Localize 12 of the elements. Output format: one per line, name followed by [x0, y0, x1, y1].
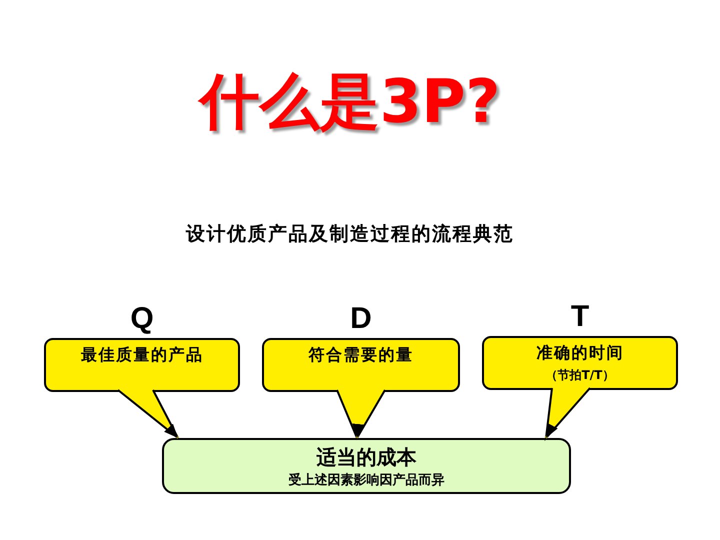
slide-title: 什么是3P?	[200, 66, 500, 139]
callout-text: 最佳质量的产品	[80, 344, 204, 366]
callout-text: 准确的时间	[536, 342, 624, 364]
rounded-box	[162, 438, 571, 494]
box-heading: 适当的成本	[316, 445, 416, 469]
callout-heading: D	[350, 302, 372, 336]
callout-note: （节拍T/T）	[546, 368, 614, 383]
callout-heading: Q	[130, 302, 154, 336]
box-note: 受上述因素影响因产品而异	[288, 472, 444, 489]
callout-heading: T	[570, 300, 590, 334]
subtitle: 设计优质产品及制造过程的流程典范	[186, 222, 514, 246]
callout-text: 符合需要的量	[308, 344, 414, 366]
